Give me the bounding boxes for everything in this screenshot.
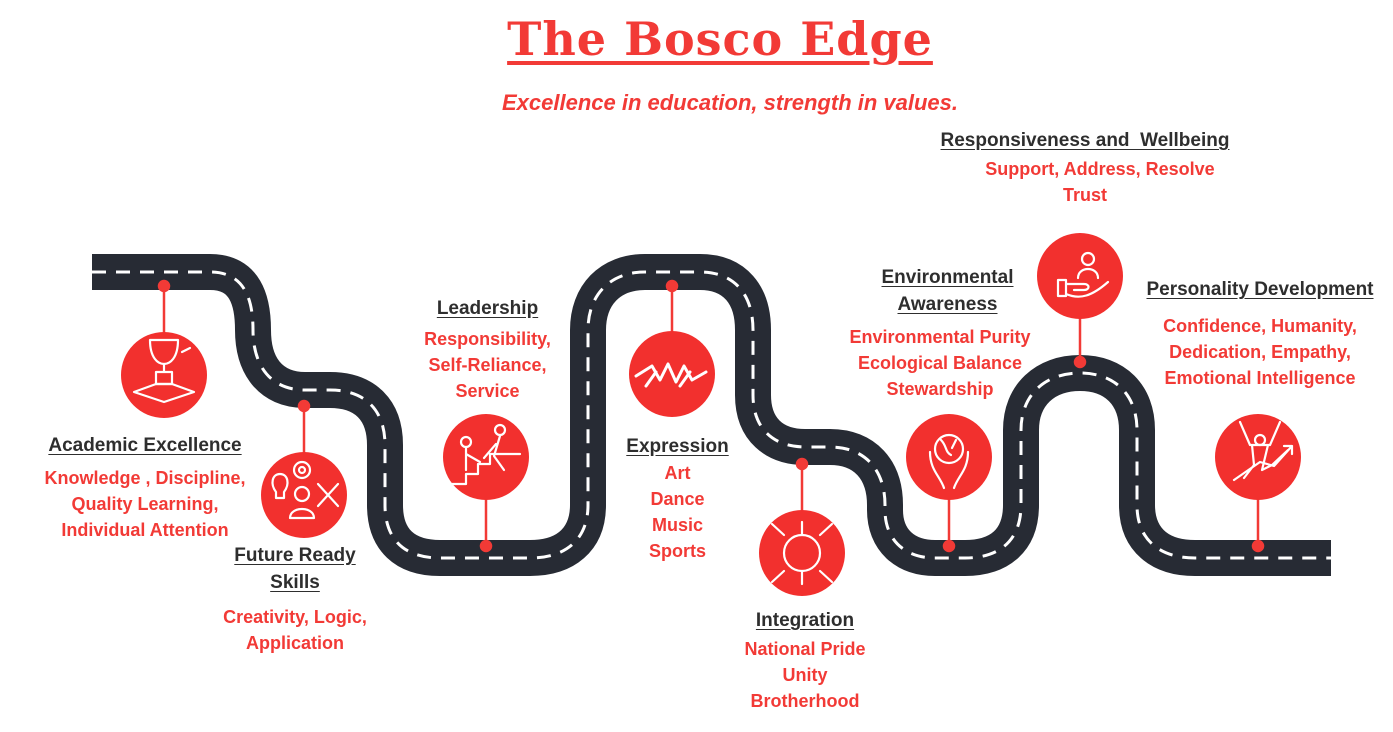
milestone-detail: Music bbox=[651, 515, 703, 535]
milestone-detail: Service bbox=[455, 381, 520, 401]
milestone-detail: Support, Address, Resolve bbox=[985, 159, 1215, 179]
pin-dot bbox=[665, 279, 679, 293]
milestone-detail: Responsibility, bbox=[424, 329, 551, 349]
milestone-heading: Integration bbox=[755, 610, 855, 631]
pin-dot bbox=[479, 539, 493, 553]
milestone-responsiveness-wellbeing: Responsiveness and Wellbeing Support, Ad… bbox=[905, 127, 1265, 208]
milestone-expression: Expression Art Dance Music Sports bbox=[610, 433, 745, 564]
milestone-detail: Creativity, Logic, bbox=[223, 607, 367, 627]
pin-dot bbox=[942, 539, 956, 553]
road-lane-markings bbox=[92, 270, 1331, 560]
milestone-detail: Sports bbox=[648, 541, 706, 561]
pin-dot bbox=[795, 457, 809, 471]
milestone-detail: Dedication, Empathy, bbox=[1169, 342, 1351, 362]
milestone-future-ready-skills: Future Ready Skills Creativity, Logic, A… bbox=[215, 542, 375, 656]
milestone-heading: Leadership bbox=[436, 298, 539, 319]
milestone-environmental-awareness: Environmental Awareness bbox=[865, 264, 1030, 318]
care-hand-person-icon bbox=[1056, 251, 1110, 298]
trophy-book-icon bbox=[132, 338, 196, 404]
milestone-detail: Quality Learning, bbox=[71, 494, 219, 514]
joined-hands-icon bbox=[770, 520, 834, 586]
milestone-detail: National Pride bbox=[744, 639, 866, 659]
milestone-heading: Environmental Awareness bbox=[881, 267, 1014, 315]
milestone-detail: Individual Attention bbox=[61, 520, 229, 540]
pin-dot bbox=[1073, 355, 1087, 369]
milestone-detail: Environmental Purity bbox=[849, 327, 1031, 347]
pin-dot bbox=[297, 399, 311, 413]
milestone-detail: Stewardship bbox=[886, 379, 994, 399]
milestone-heading: Responsiveness and Wellbeing bbox=[940, 130, 1230, 151]
milestone-detail: Trust bbox=[1062, 185, 1107, 205]
milestone-leadership: Leadership Responsibility, Self-Reliance… bbox=[400, 295, 575, 404]
milestone-heading: Academic Excellence bbox=[48, 435, 242, 456]
milestone-academic-excellence: Academic Excellence Knowledge , Discipli… bbox=[0, 432, 290, 543]
milestone-detail: Confidence, Humanity, bbox=[1163, 316, 1357, 336]
milestone-detail: Art bbox=[664, 463, 691, 483]
milestone-personality-development: Personality Development Confidence, Huma… bbox=[1128, 276, 1392, 391]
globe-hands-icon bbox=[928, 433, 970, 490]
pin-dot bbox=[1251, 539, 1265, 553]
milestone-detail: Dance bbox=[650, 489, 705, 509]
milestone-detail: Application bbox=[246, 633, 344, 653]
milestone-detail: Self-Reliance, bbox=[428, 355, 547, 375]
milestone-detail: Unity bbox=[782, 665, 828, 685]
milestone-heading: Expression bbox=[626, 436, 729, 457]
skills-gear-bulb-icon bbox=[271, 460, 340, 520]
milestone-heading: Personality Development bbox=[1146, 279, 1374, 300]
milestone-detail: Brotherhood bbox=[750, 691, 860, 711]
dancers-icon bbox=[634, 362, 708, 388]
helping-hand-stairs-icon bbox=[450, 423, 522, 486]
milestone-detail: Knowledge , Discipline, bbox=[44, 468, 246, 488]
pin-dot bbox=[157, 279, 171, 293]
page-subtitle: Excellence in education, strength in val… bbox=[501, 90, 959, 115]
success-growth-icon bbox=[1232, 420, 1294, 482]
milestone-integration: Integration National Pride Unity Brother… bbox=[720, 607, 890, 714]
milestone-environmental-details: Environmental Purity Ecological Balance … bbox=[830, 324, 1050, 402]
milestone-detail: Emotional Intelligence bbox=[1164, 368, 1356, 388]
page-title: The Bosco Edge bbox=[507, 12, 933, 66]
milestone-detail: Ecological Balance bbox=[857, 353, 1023, 373]
milestone-heading: Future Ready Skills bbox=[234, 545, 356, 593]
